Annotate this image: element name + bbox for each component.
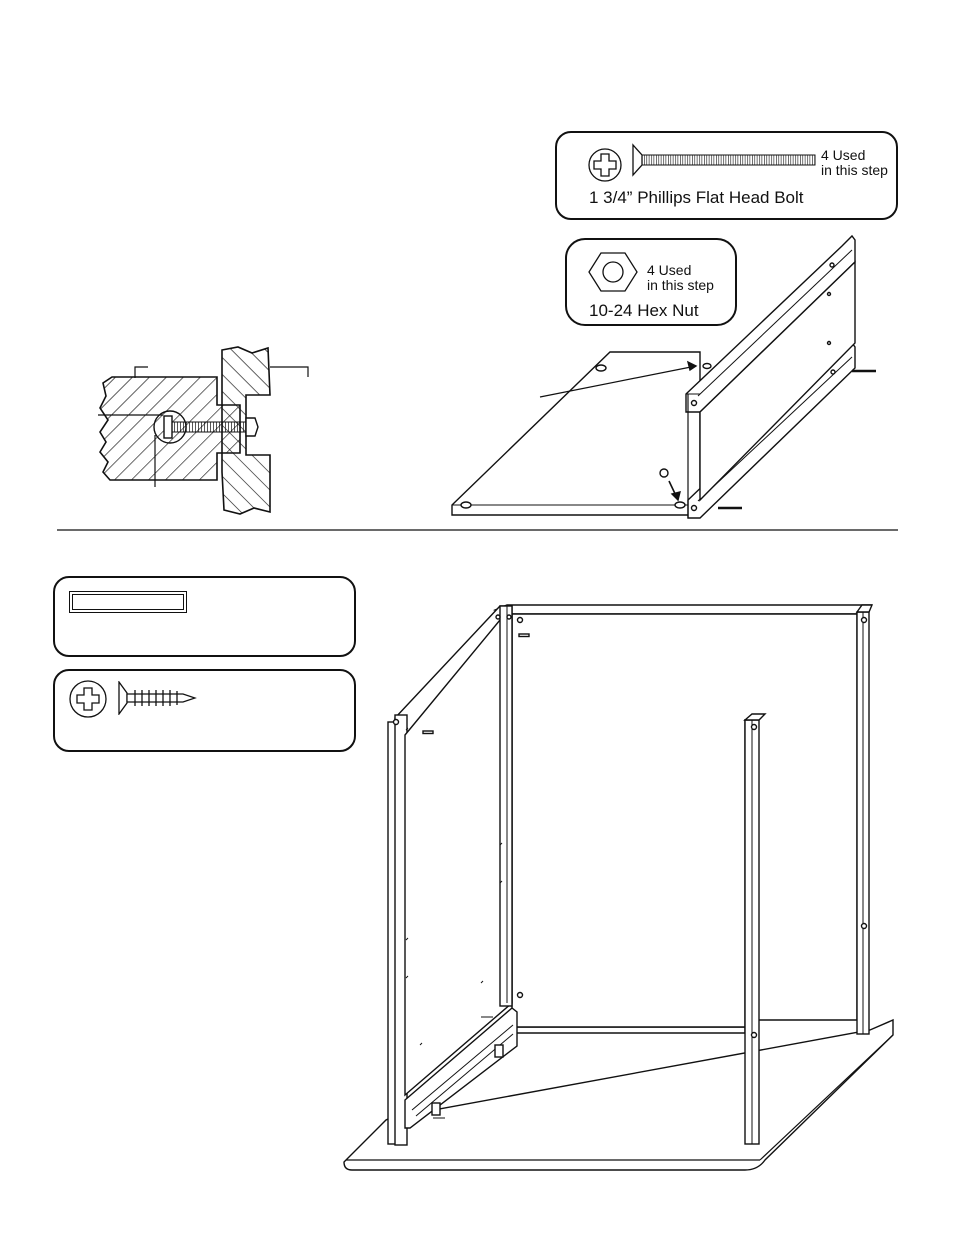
top-back-rail <box>495 605 870 614</box>
screw-hardware-callout <box>53 669 356 752</box>
leader-line-panel <box>270 367 308 377</box>
wood-screw-icon <box>117 681 197 715</box>
phillips-head-icon <box>587 147 627 183</box>
bolt-quantity-line1: 4 Used <box>821 147 865 163</box>
left-back-post <box>500 606 512 1006</box>
hex-nut-icon <box>587 250 639 294</box>
bolt-hardware-callout: 4 Used in this step 1 3/4” Phillips Flat… <box>555 131 898 220</box>
panel-label-callout <box>53 576 356 657</box>
bolt-part-name: 1 3/4” Phillips Flat Head Bolt <box>589 188 804 208</box>
phillips-head-icon <box>68 679 110 721</box>
bolt-shank <box>168 422 246 432</box>
back-panel-large <box>507 614 857 1027</box>
bolt-quantity-line2: in this step <box>821 162 888 178</box>
back-lower-rail <box>512 1027 745 1033</box>
cabinet-frame-diagram <box>344 605 893 1170</box>
cross-section-diagram <box>98 347 308 514</box>
hex-nut-loose <box>660 469 668 477</box>
nut-section <box>164 416 172 438</box>
bottom-panel <box>452 352 700 515</box>
flat-head-bolt-icon <box>632 143 818 177</box>
blank-label-icon <box>69 591 187 613</box>
hex-nut-part-name: 10-24 Hex Nut <box>589 301 699 321</box>
bolt-head <box>246 418 258 436</box>
hex-nut-quantity-line1: 4 Used <box>647 262 691 278</box>
hex-nut-hardware-callout: 4 Used in this step 10-24 Hex Nut <box>565 238 737 326</box>
hex-nut-quantity-line2: in this step <box>647 277 714 293</box>
